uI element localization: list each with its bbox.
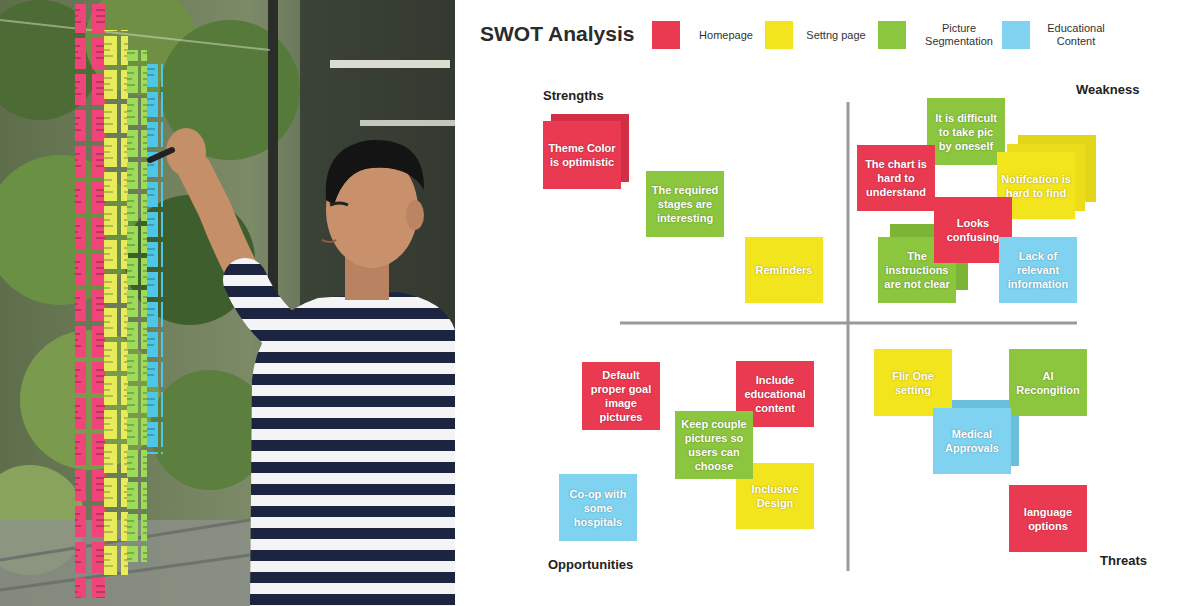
legend-swatch: [878, 21, 906, 49]
note-text: Looks confusing: [938, 216, 1008, 244]
note-text: Include educational content: [740, 373, 810, 415]
photo: [0, 0, 455, 606]
legend-label: Picture Segmentation: [918, 22, 1000, 48]
legend-swatch: [1002, 21, 1030, 49]
legend-swatch: [765, 21, 793, 49]
note-text: Medical Approvals: [937, 427, 1007, 455]
note-text: Inclusive Design: [740, 482, 810, 510]
quadrant-label: Weakness: [1076, 82, 1139, 97]
note-text: Notifcation is hard to find: [1001, 172, 1071, 200]
note-text: It is difficult to take pic by oneself: [931, 111, 1001, 153]
note-text: Reminders: [749, 263, 819, 277]
note-text: Theme Color is optimistic: [547, 141, 617, 169]
legend-label: Homepage: [688, 29, 764, 42]
sticky-note: Lack of relevant information: [999, 237, 1077, 303]
quadrant-label: Opportunities: [548, 557, 633, 572]
axis-line: [620, 322, 1077, 325]
note-text: Default proper goal image pictures: [586, 368, 656, 424]
sticky-note: Co-op with some hospitals: [559, 474, 637, 541]
axis-line: [847, 102, 850, 571]
quadrant-label: Threats: [1100, 553, 1147, 568]
note-text: The required stages are interesting: [650, 183, 720, 225]
title: SWOT Analysis: [480, 22, 634, 46]
note-text: Flir One setting: [878, 369, 948, 397]
legend-label: Settng page: [799, 29, 873, 42]
sticky-note: It is difficult to take pic by oneself: [927, 98, 1005, 165]
sticky-note: AI Recongition: [1009, 349, 1087, 416]
note-text: language options: [1013, 505, 1083, 533]
legend-swatch: [652, 21, 680, 49]
note-text: The chart is hard to understand: [861, 157, 931, 199]
legend-label: Educational Content: [1038, 22, 1114, 48]
sticky-note: Reminders: [745, 237, 823, 303]
note-text: AI Recongition: [1013, 369, 1083, 397]
note-text: Keep couple pictures so users can choose: [679, 417, 749, 473]
note-text: Co-op with some hospitals: [563, 487, 633, 529]
sticky-note: Keep couple pictures so users can choose: [675, 411, 753, 479]
sticky-note: Flir One setting: [874, 349, 952, 416]
note-text: Lack of relevant information: [1003, 249, 1073, 291]
sticky-note: The required stages are interesting: [646, 171, 724, 237]
note-stack: [551, 114, 1096, 466]
sticky-note: The chart is hard to understand: [857, 145, 935, 211]
sticky-note: Default proper goal image pictures: [582, 362, 660, 430]
sticky-note: Theme Color is optimistic: [543, 121, 621, 189]
sticky-note: Medical Approvals: [933, 408, 1011, 474]
quadrant-label: Strengths: [543, 88, 604, 103]
sticky-note: language options: [1009, 485, 1087, 552]
